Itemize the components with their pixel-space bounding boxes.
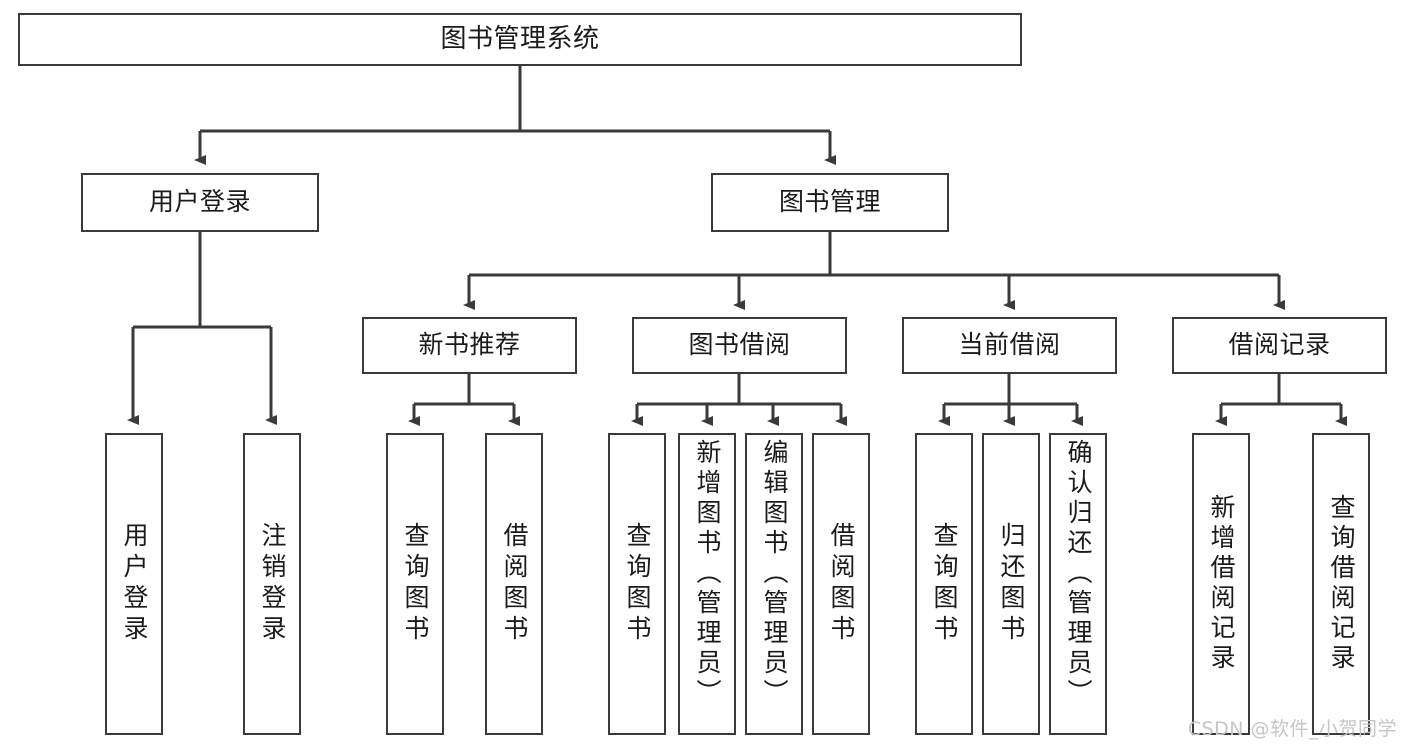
node-label: 借阅图书: [500, 522, 529, 646]
node-leaf-edit-book-admin[interactable]: 编辑图书（管理员）: [745, 433, 803, 735]
node-label: 新书推荐: [418, 330, 521, 360]
node-label: 编辑图书（管理员）: [760, 439, 789, 709]
node-new-book-recommend[interactable]: 新书推荐: [362, 317, 577, 374]
node-leaf-query-book-current[interactable]: 查询图书: [915, 433, 973, 735]
node-user-login[interactable]: 用户登录: [81, 173, 319, 232]
node-label: 查询图书: [401, 522, 430, 646]
node-label: 确认归还（管理员）: [1064, 439, 1093, 709]
node-label: 借阅记录: [1228, 330, 1331, 360]
node-label: 新增借阅记录: [1207, 494, 1236, 674]
node-label: 注销登录: [258, 522, 287, 646]
node-label: 用户登录: [120, 522, 149, 646]
node-label: 新增图书（管理员）: [693, 439, 722, 709]
node-leaf-borrow-book-recommend[interactable]: 借阅图书: [485, 433, 543, 735]
node-label: 查询借阅记录: [1327, 494, 1356, 674]
node-book-borrow[interactable]: 图书借阅: [632, 317, 847, 374]
watermark-text: CSDN @软件_小贺同学: [1187, 718, 1397, 740]
node-root-book-management-system[interactable]: 图书管理系统: [18, 13, 1022, 66]
node-leaf-add-book-admin[interactable]: 新增图书（管理员）: [678, 433, 736, 735]
node-label: 图书借阅: [688, 330, 791, 360]
node-leaf-user-login[interactable]: 用户登录: [105, 433, 163, 735]
node-leaf-confirm-return-admin[interactable]: 确认归还（管理员）: [1049, 433, 1107, 735]
node-label: 当前借阅: [958, 330, 1061, 360]
node-label: 用户登录: [148, 187, 251, 217]
node-label: 归还图书: [997, 522, 1026, 646]
node-leaf-query-book-recommend[interactable]: 查询图书: [386, 433, 444, 735]
node-leaf-query-book-borrow[interactable]: 查询图书: [608, 433, 666, 735]
node-label: 图书管理: [778, 187, 881, 217]
node-label: 查询图书: [623, 522, 652, 646]
node-book-management[interactable]: 图书管理: [711, 173, 949, 232]
node-leaf-logout[interactable]: 注销登录: [243, 433, 301, 735]
node-leaf-borrow-book[interactable]: 借阅图书: [812, 433, 870, 735]
node-current-borrow[interactable]: 当前借阅: [902, 317, 1117, 374]
node-label: 查询图书: [930, 522, 959, 646]
node-label: 图书管理系统: [440, 23, 600, 54]
node-leaf-return-book[interactable]: 归还图书: [982, 433, 1040, 735]
node-borrow-record[interactable]: 借阅记录: [1172, 317, 1387, 374]
node-leaf-query-borrow-record[interactable]: 查询借阅记录: [1312, 433, 1370, 735]
node-leaf-add-borrow-record[interactable]: 新增借阅记录: [1192, 433, 1250, 735]
node-label: 借阅图书: [827, 522, 856, 646]
